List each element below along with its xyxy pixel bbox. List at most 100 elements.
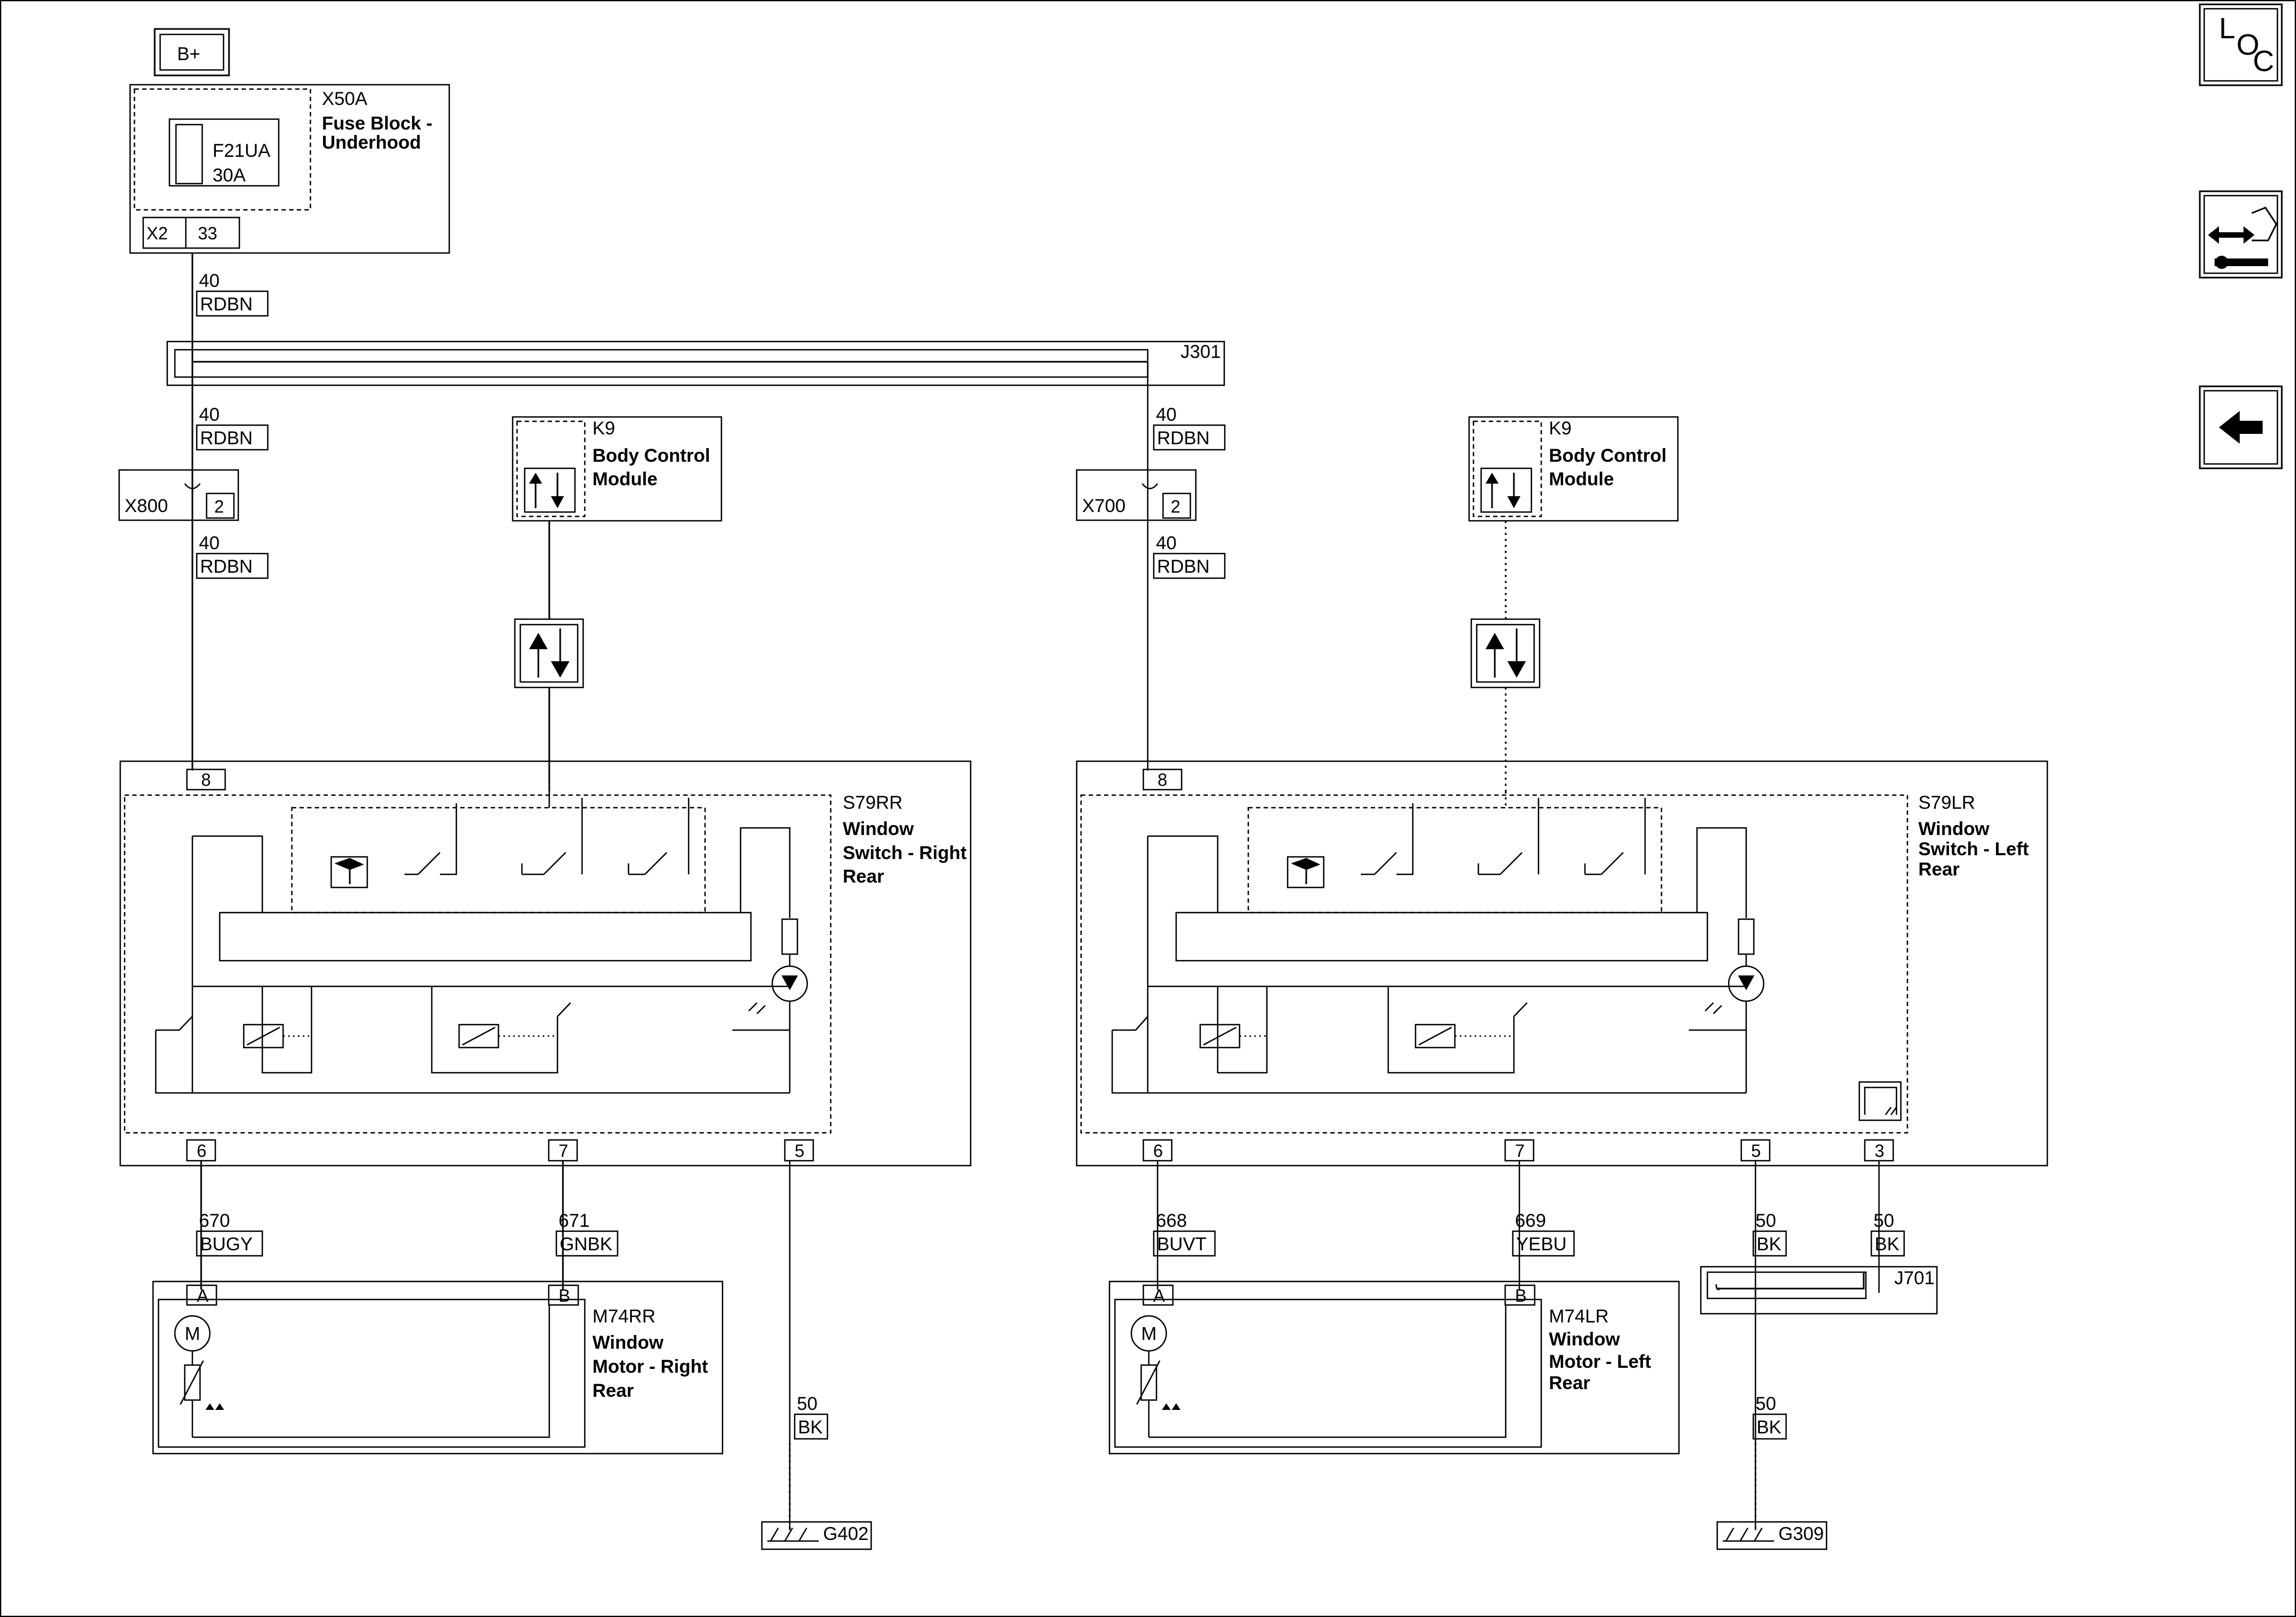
svg-text:670: 670 [199,1210,230,1231]
svg-text:Rear: Rear [1918,859,1960,880]
svg-text:5: 5 [795,1141,805,1161]
svg-text:Body Control: Body Control [1549,445,1666,466]
svg-text:RDBN: RDBN [200,556,252,577]
svg-text:7: 7 [559,1141,568,1161]
svg-text:40: 40 [1156,533,1177,554]
svg-text:S79LR: S79LR [1918,792,1975,813]
svg-text:2: 2 [1171,497,1181,516]
svg-text:X700: X700 [1082,496,1125,516]
bplus-label: B+ [177,44,201,64]
svg-text:Module: Module [1549,469,1614,490]
wire-label-671: 671 GNBK [555,1210,619,1257]
fuse-block-name-1: Fuse Block - [322,113,432,134]
back-arrow-icon [2219,411,2263,444]
wire-label-40-d: 40 RDBN [196,533,269,579]
svg-text:A: A [197,1286,209,1306]
svg-text:BK: BK [798,1417,823,1438]
fuse-icon [175,124,203,185]
svg-text:Module: Module [592,469,657,490]
bcm-k9-right: K9 Body Control Module [512,416,723,522]
svg-text:J701: J701 [1894,1268,1935,1289]
svg-text:BK: BK [1757,1234,1782,1255]
svg-text:A: A [1153,1286,1165,1306]
motor-m74rr: A B M M74RR Window Motor - Right Rear [152,1280,724,1455]
svg-text:40: 40 [1156,404,1177,425]
fuse-block-name-2: Underhood [322,132,421,153]
svg-text:8: 8 [1158,770,1167,790]
fuse-block-id: X50A [322,89,367,109]
fuse-block-x50a: X50A Fuse Block - Underhood F21UA 30A X2… [129,84,450,254]
connector-info-button[interactable] [2199,190,2283,279]
svg-text:Window: Window [1918,819,1990,839]
svg-text:RDBN: RDBN [1157,428,1209,449]
svg-text:GNBK: GNBK [560,1234,613,1255]
loc-button[interactable]: L O C [2199,3,2283,86]
svg-text:671: 671 [559,1210,590,1231]
wire-label-668: 668 BUVT [1153,1210,1216,1257]
svg-text:40: 40 [199,271,220,291]
splice-j301: J301 [166,340,1225,386]
motor-m74lr: A B M M74LR Window Motor - Left Rear [1108,1280,1680,1455]
svg-text:50: 50 [797,1393,818,1414]
back-button[interactable] [2199,385,2283,469]
serial-data-symbol-right [514,618,584,689]
svg-text:S79RR: S79RR [843,792,903,813]
svg-text:BK: BK [1757,1417,1782,1438]
svg-text:RDBN: RDBN [200,294,252,315]
lower-wires [200,1161,1880,1530]
ground-symbol-internal [1858,1081,1902,1121]
ground-g309: G309 [1716,1521,1828,1550]
wire-label-669: 669 YEBU [1512,1210,1575,1257]
window-control-icon [330,856,368,889]
svg-text:M74RR: M74RR [592,1306,655,1327]
j301-label: J301 [1181,342,1221,362]
window-control-icon [1287,856,1325,889]
bcm-k9-left: K9 Body Control Module [1468,416,1679,522]
ground-g402: G402 [761,1521,872,1550]
fuse-rating: 30A [213,165,246,186]
svg-text:50: 50 [1755,1210,1776,1231]
switch-s79lr: 8 S79LR Window Switch - Left Rear [1076,760,2048,1167]
svg-text:Switch - Right: Switch - Right [843,843,967,863]
svg-text:G402: G402 [823,1524,868,1544]
wire-label-40-a: 40 RDBN [196,271,269,317]
wire-label-40-b: 40 RDBN [196,404,269,451]
svg-text:K9: K9 [592,418,615,439]
svg-text:O: O [2236,28,2259,61]
wire-label-50-d: 50 BK [1752,1393,1787,1440]
wire-label-40-c: 40 RDBN [1153,404,1226,451]
svg-text:Rear: Rear [592,1380,634,1401]
svg-text:3: 3 [1875,1141,1884,1161]
svg-text:BUGY: BUGY [200,1234,252,1255]
wire-label-50-a: 50 BK [1752,1210,1787,1257]
fuse-id: F21UA [213,140,271,161]
svg-text:Rear: Rear [843,866,884,887]
svg-text:668: 668 [1156,1210,1187,1231]
svg-text:BK: BK [1875,1234,1900,1255]
svg-text:Motor - Right: Motor - Right [592,1356,708,1377]
svg-text:2: 2 [214,497,224,516]
svg-text:Motor - Left: Motor - Left [1549,1351,1651,1372]
svg-text:669: 669 [1515,1210,1546,1231]
svg-text:50: 50 [1874,1210,1894,1231]
serial-data-symbol-left [1470,618,1541,689]
fuse-connector-pin: 33 [198,224,218,243]
svg-text:K9: K9 [1549,418,1572,439]
wire-label-50-b: 50 BK [1870,1210,1905,1257]
svg-text:Body Control: Body Control [592,445,710,466]
svg-text:YEBU: YEBU [1516,1234,1567,1255]
inline-connector-x800: X800 2 [118,469,239,521]
svg-text:C: C [2253,45,2274,78]
loc-icon: L [2219,12,2235,45]
fuse-connector-id: X2 [146,224,168,243]
svg-text:Window: Window [1549,1329,1620,1350]
svg-text:B: B [1515,1286,1526,1306]
svg-text:Window: Window [592,1332,664,1353]
svg-text:8: 8 [201,770,211,790]
svg-text:40: 40 [199,404,220,425]
bplus-terminal: B+ [154,28,230,77]
svg-text:40: 40 [199,533,220,554]
wire-label-40-e: 40 RDBN [1153,533,1226,579]
